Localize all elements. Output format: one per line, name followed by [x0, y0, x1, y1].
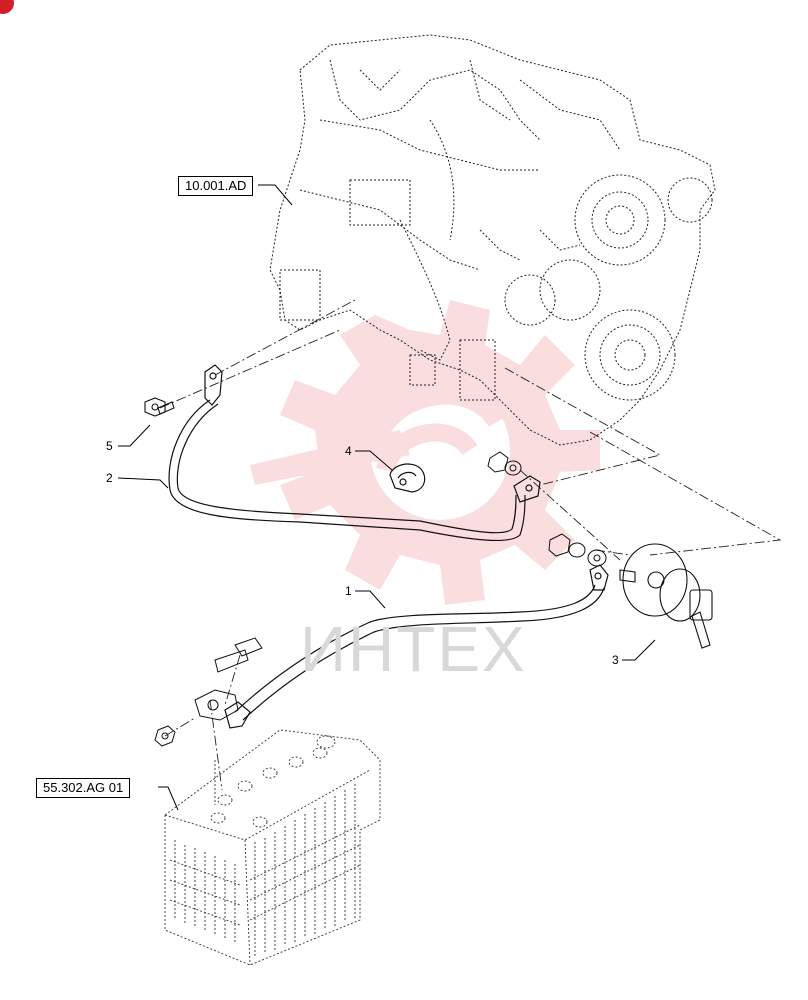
- engine-outline: [269, 34, 716, 446]
- bolt: [144, 397, 175, 417]
- callout-2: 2: [106, 471, 113, 485]
- ground-cable: [168, 364, 541, 542]
- callout-5: 5: [106, 439, 113, 453]
- callout-3: 3: [612, 653, 619, 667]
- terminal-clamp: [154, 637, 263, 747]
- callout-4: 4: [345, 444, 352, 458]
- reference-leaders: [158, 184, 293, 811]
- engine-reference-label[interactable]: 10.001.AD: [178, 176, 254, 196]
- watermark-gear-icon: [250, 300, 600, 605]
- battery-reference-label[interactable]: 55.302.AG 01: [36, 778, 131, 798]
- cable-clip: [389, 463, 426, 493]
- callout-leaders: [117, 424, 656, 661]
- battery: [164, 729, 381, 966]
- callout-labels: 5 2 4 1 3: [106, 439, 619, 667]
- washers-and-nuts: [487, 451, 607, 567]
- brand-badge-icon: [0, 0, 14, 14]
- battery-disconnect-switch: [619, 543, 713, 649]
- watermark-text: ИНТЕХ: [300, 613, 527, 685]
- callout-1: 1: [345, 584, 352, 598]
